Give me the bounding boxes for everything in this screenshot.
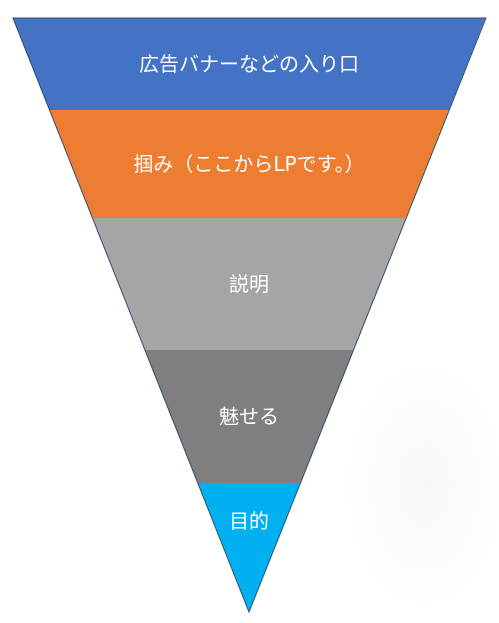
funnel-segments [12, 17, 487, 614]
stage-label-appeal: 魅せる [219, 405, 279, 429]
funnel-stage-appeal [144, 350, 354, 483]
stage-label-goal: 目的 [229, 509, 269, 533]
stage-label-explanation: 説明 [229, 272, 269, 296]
funnel-stage-entry [12, 18, 486, 110]
funnel-stage-hook [49, 110, 449, 218]
funnel-stage-explanation [92, 218, 406, 350]
funnel-stage-goal [197, 483, 301, 612]
funnel-outline [12, 17, 487, 614]
stage-label-entry: 広告バナーなどの入り口 [139, 52, 359, 76]
stage-label-hook: 掴み（ここからLPです。） [133, 152, 364, 176]
background-glow [345, 360, 499, 610]
funnel-labels: 広告バナーなどの入り口 掴み（ここからLPです。） 説明 魅せる 目的 [133, 52, 364, 533]
